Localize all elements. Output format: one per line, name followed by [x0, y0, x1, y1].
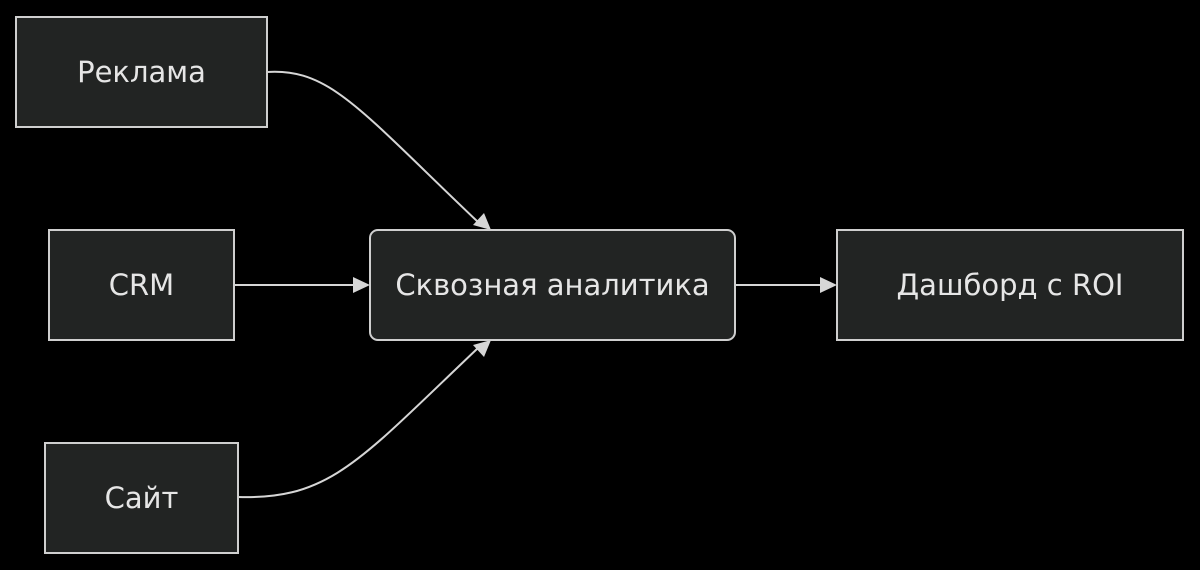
node-crm[interactable]: CRM [48, 229, 235, 341]
node-crm-box [48, 229, 235, 341]
edges [234, 70, 837, 499]
node-dashboard[interactable]: Дашборд с ROI [836, 229, 1184, 341]
arrowhead-ads-to-analytics [473, 213, 491, 230]
node-ads-box [15, 16, 268, 128]
edge-site-to-analytics [237, 347, 479, 499]
node-analytics-box [369, 229, 736, 341]
arrowhead-crm-to-analytics [353, 277, 370, 293]
node-dashboard-box [836, 229, 1184, 341]
node-analytics-label: Сквозная аналитика [395, 268, 709, 302]
node-dashboard-label: Дашборд с ROI [897, 268, 1124, 302]
node-ads[interactable]: Реклама [15, 16, 268, 128]
edge-ads-to-analytics [266, 70, 479, 223]
node-analytics[interactable]: Сквозная аналитика [369, 229, 736, 341]
node-crm-label: CRM [109, 268, 174, 302]
node-site-label: Сайт [105, 481, 179, 515]
arrowhead-analytics-to-dashboard [820, 277, 837, 293]
arrowhead-site-to-analytics [473, 340, 491, 357]
node-ads-label: Реклама [77, 55, 206, 89]
node-site-box [44, 442, 239, 554]
node-site[interactable]: Сайт [44, 442, 239, 554]
